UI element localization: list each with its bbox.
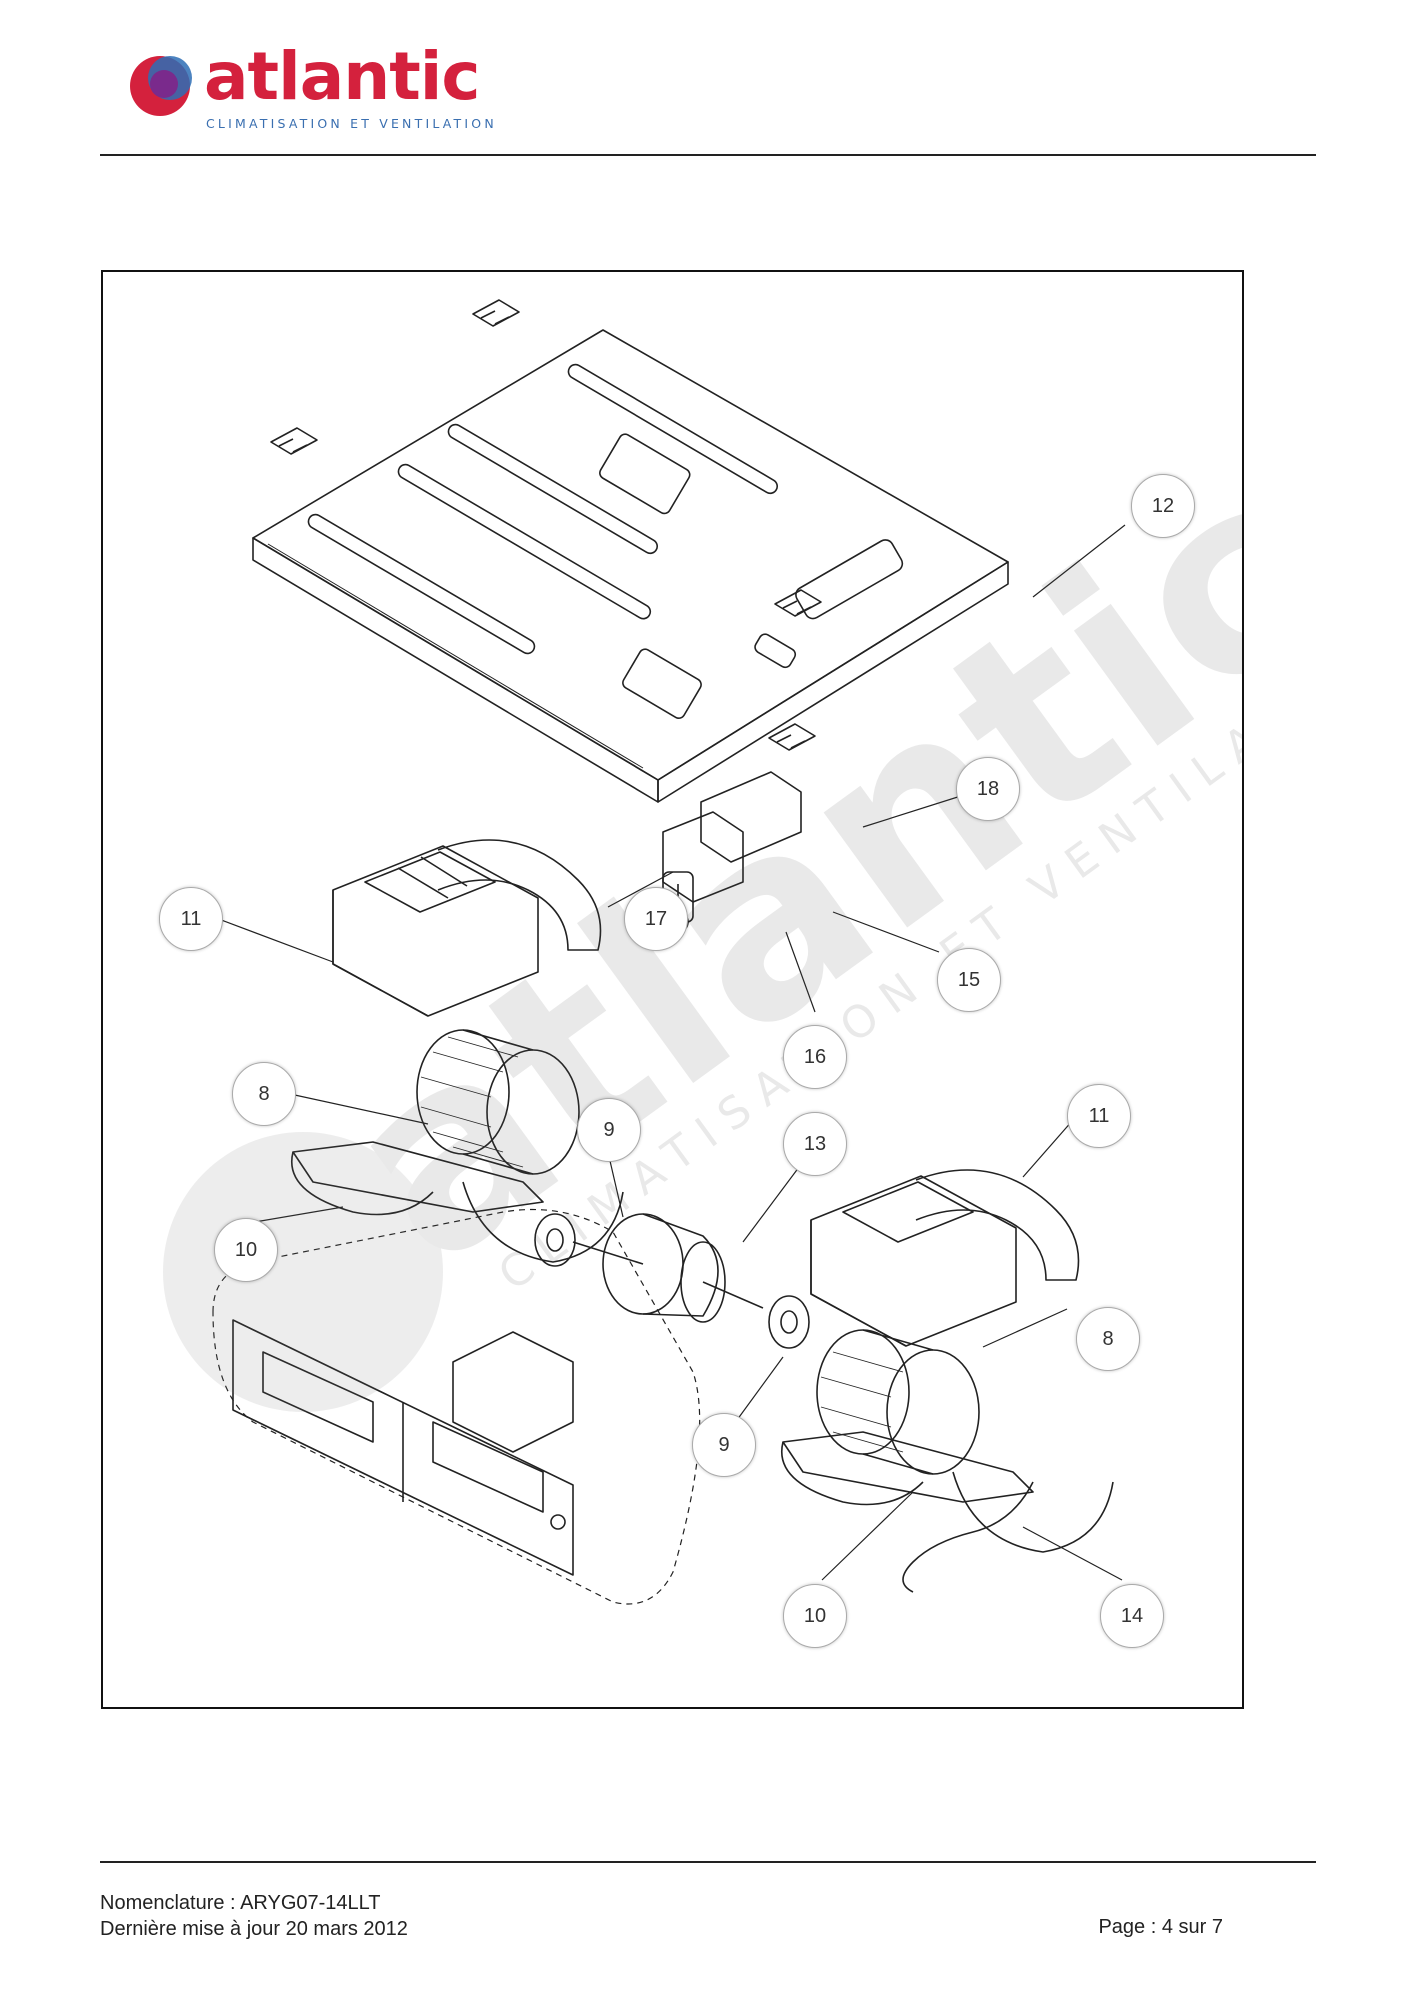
callout-10-right: 10 [783, 1584, 847, 1648]
callout-11-right: 11 [1067, 1084, 1131, 1148]
exploded-parts-diagram: atlantic CLIMATISATION ET VENTILATION 12… [101, 270, 1244, 1709]
callout-16: 16 [783, 1025, 847, 1089]
header-divider [100, 154, 1316, 156]
fan-motor [534, 1213, 810, 1349]
footer-nomenclature: Nomenclature : ARYG07-14LLT [100, 1892, 381, 1914]
atlantic-watermark: atlantic CLIMATISATION ET VENTILATION [163, 421, 1242, 1412]
left-lower-housing [291, 1141, 624, 1263]
callout-10-left: 10 [214, 1218, 278, 1282]
callout-15: 15 [937, 948, 1001, 1012]
callout-8-left: 8 [232, 1062, 296, 1126]
left-blower-wheel [416, 1029, 580, 1175]
footer-update-date: Dernière mise à jour 20 mars 2012 [100, 1918, 408, 1940]
callout-9-bottom: 9 [692, 1413, 756, 1477]
callout-11-left: 11 [159, 887, 223, 951]
diagram-drawing: atlantic CLIMATISATION ET VENTILATION [163, 299, 1242, 1605]
page-number: Page : 4 sur 7 [1098, 1916, 1223, 1938]
callout-8-right: 8 [1076, 1307, 1140, 1371]
atlantic-logo: atlantic CLIMATISATION ET VENTILATION [120, 38, 500, 134]
logo-tagline: CLIMATISATION ET VENTILATION [206, 116, 497, 131]
callout-13: 13 [783, 1112, 847, 1176]
logo-mark-icon [130, 56, 192, 116]
footer-info: Nomenclature : ARYG07-14LLT Dernière mis… [100, 1890, 408, 1942]
callout-17: 17 [624, 887, 688, 951]
right-blower-wheel [816, 1329, 980, 1475]
callout-9-top: 9 [577, 1098, 641, 1162]
base-bracket-group [212, 1208, 701, 1605]
callout-14: 14 [1100, 1584, 1164, 1648]
panel-clips [270, 299, 822, 751]
footer-divider [100, 1861, 1316, 1863]
sensor-wire [902, 1481, 1034, 1593]
left-blower-housing [332, 839, 602, 1017]
right-lower-housing [781, 1431, 1114, 1553]
right-blower-housing [810, 1169, 1080, 1347]
top-panel [252, 329, 1009, 803]
callout-12: 12 [1131, 474, 1195, 538]
logo-wordmark: atlantic [204, 38, 481, 115]
callout-18: 18 [956, 757, 1020, 821]
